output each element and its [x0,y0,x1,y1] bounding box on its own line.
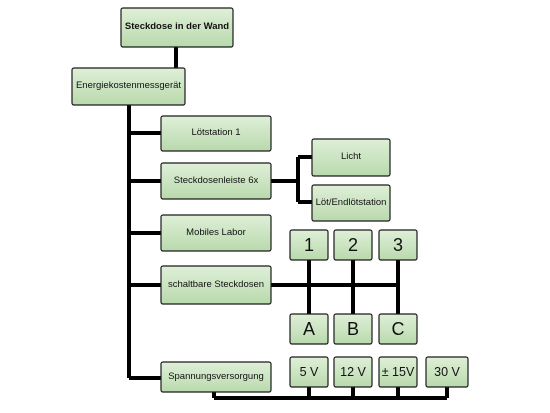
node-wall-socket-box [120,7,234,48]
node-5v-box [289,356,329,388]
node-power-strip-box [160,162,272,200]
node-switch-3-box [378,229,418,261]
node-switch-1-box [289,229,329,261]
node-30v-box [425,356,469,388]
node-socket-c-box [378,313,418,345]
node-power-supply-box [160,361,272,393]
node-switchable-box [160,265,272,305]
node-soldering-station-box [160,115,272,152]
node-15v-box [378,356,418,388]
node-light-box [311,138,391,177]
node-socket-b-box [333,313,373,345]
node-desolder-box [311,184,391,222]
connector-lines [127,47,449,400]
node-12v-box [333,356,373,388]
node-switch-2-box [333,229,373,261]
node-mobile-lab-box [160,214,272,252]
node-socket-a-box [289,313,329,345]
node-energy-meter-box [71,67,186,106]
